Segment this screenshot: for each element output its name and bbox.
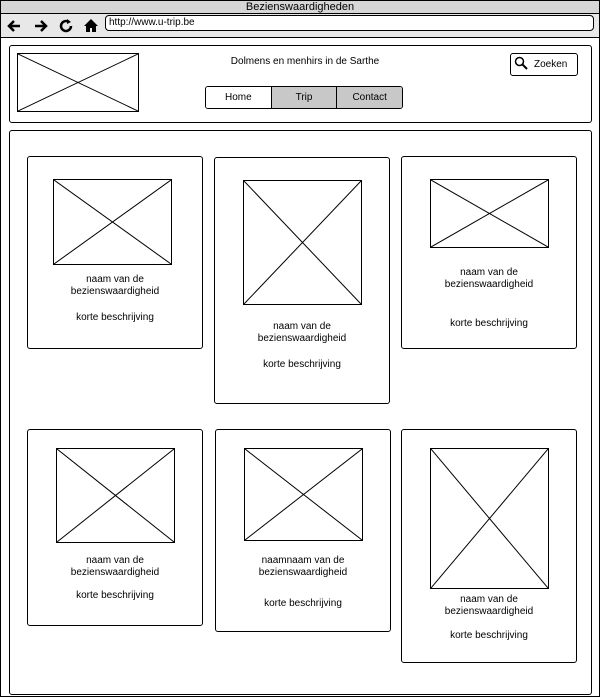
- image-placeholder: [56, 448, 175, 543]
- attraction-card[interactable]: naam van de bezienswaardigheid korte bes…: [27, 429, 203, 626]
- home-icon[interactable]: [81, 16, 101, 36]
- tab-home[interactable]: Home: [206, 87, 272, 108]
- reload-icon[interactable]: [56, 16, 76, 36]
- url-input[interactable]: http://www.u-trip.be: [105, 15, 594, 31]
- attraction-name: naam van de bezienswaardigheid: [70, 274, 160, 297]
- image-placeholder: [430, 448, 549, 589]
- browser-toolbar: http://www.u-trip.be: [1, 14, 599, 38]
- attraction-name: naam van de bezienswaardigheid: [70, 555, 160, 578]
- forward-icon[interactable]: [31, 16, 51, 36]
- logo-placeholder: [17, 53, 139, 112]
- image-placeholder: [430, 179, 549, 248]
- image-placeholder: [243, 180, 362, 305]
- main-content: naam van de bezienswaardigheid korte bes…: [9, 130, 592, 695]
- search-button[interactable]: Zoeken: [510, 53, 578, 76]
- attraction-name: naam van de bezienswaardigheid: [444, 267, 534, 290]
- search-label: Zoeken: [534, 59, 568, 70]
- page-title: Dolmens en menhirs in de Sarthe: [230, 56, 380, 67]
- attraction-card[interactable]: naamnaam van de bezienswaardigheid korte…: [215, 429, 391, 632]
- search-icon: [514, 56, 528, 73]
- attraction-description: korte beschrijving: [450, 630, 528, 641]
- back-icon[interactable]: [4, 16, 24, 36]
- attraction-name: naam van de bezienswaardigheid: [257, 321, 347, 344]
- attraction-name: naamnaam van de bezienswaardigheid: [258, 555, 348, 578]
- attraction-description: korte beschrijving: [263, 359, 341, 370]
- attraction-card[interactable]: naam van de bezienswaardigheid korte bes…: [27, 156, 203, 349]
- nav-tabs: Home Trip Contact: [205, 86, 403, 109]
- attraction-description: korte beschrijving: [76, 312, 154, 323]
- tab-trip[interactable]: Trip: [271, 87, 338, 108]
- attraction-name: naam van de bezienswaardigheid: [444, 594, 534, 617]
- attraction-card[interactable]: naam van de bezienswaardigheid korte bes…: [214, 157, 390, 404]
- window-title: Bezienswaardigheden: [1, 1, 599, 14]
- tab-contact[interactable]: Contact: [337, 87, 402, 108]
- attraction-description: korte beschrijving: [264, 598, 342, 609]
- attraction-card[interactable]: naam van de bezienswaardigheid korte bes…: [401, 156, 577, 349]
- site-header: Dolmens en menhirs in de Sarthe Zoeken H…: [9, 45, 592, 123]
- attraction-description: korte beschrijving: [450, 318, 528, 329]
- attraction-description: korte beschrijving: [76, 590, 154, 601]
- image-placeholder: [244, 448, 363, 541]
- image-placeholder: [53, 179, 172, 265]
- attraction-card[interactable]: naam van de bezienswaardigheid korte bes…: [401, 429, 577, 663]
